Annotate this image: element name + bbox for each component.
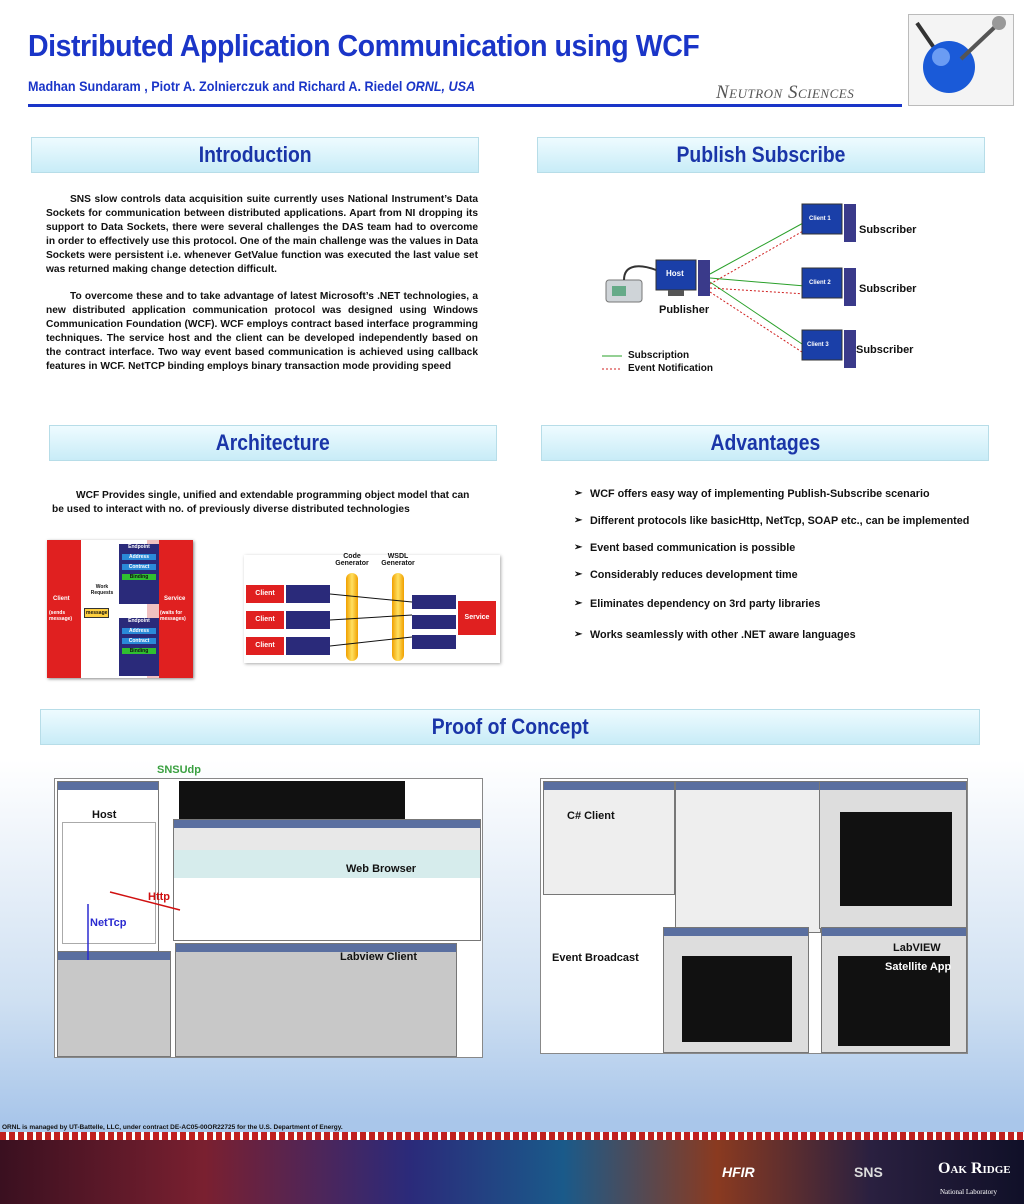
snsudp-label: SNSUdp xyxy=(157,764,201,776)
service-label: Service xyxy=(164,596,186,602)
sns-globe-logo xyxy=(908,14,1014,106)
cs-client-label: C# Client xyxy=(567,810,615,822)
client-2-monitor-icon xyxy=(801,267,843,299)
console-window xyxy=(179,781,405,821)
client-1-screen-label: Client 1 xyxy=(809,216,831,222)
wsdl-generator-label: WSDL Generator xyxy=(381,553,415,567)
host-window xyxy=(57,781,159,953)
advantage-item: Considerably reduces development time xyxy=(574,569,994,581)
client-vi-window-1 xyxy=(819,781,967,929)
publisher-label: Publisher xyxy=(659,304,710,316)
advantage-item: Different protocols like basicHttp, NetT… xyxy=(574,515,994,527)
poster-title: Distributed Application Communication us… xyxy=(28,28,700,63)
host-label: Host xyxy=(666,269,684,278)
contract-label-2: Contract xyxy=(122,638,156,644)
host-label-proof: Host xyxy=(92,809,117,821)
client-2-screen-label: Client 2 xyxy=(809,280,831,286)
endpoint-label-1: Endpoint xyxy=(128,544,150,550)
publish-subscribe-diagram xyxy=(602,203,856,370)
advantage-item: Event based communication is possible xyxy=(574,542,994,554)
brand-text: Neutron Sciences xyxy=(716,82,855,103)
oak-ridge-logo: Oak Ridge xyxy=(938,1160,1011,1177)
advantage-item: Eliminates dependency on 3rd party libra… xyxy=(574,598,994,610)
publish-subscribe-heading: Publish Subscribe xyxy=(537,137,985,173)
author-names: Madhan Sundaram , Piotr A. Zolnierczuk a… xyxy=(28,78,403,94)
binding-label-1: Binding xyxy=(122,574,156,580)
subscriber-label-3: Subscriber xyxy=(856,344,914,356)
event-broadcast-label: Event Broadcast xyxy=(552,952,639,964)
client-3-monitor-icon xyxy=(801,329,843,361)
labview-front-panel-small xyxy=(57,951,171,1057)
client-vi-window-2 xyxy=(663,927,809,1053)
satellite-app-label: Satellite App xyxy=(885,961,952,973)
authors: Madhan Sundaram , Piotr A. Zolnierczuk a… xyxy=(28,78,475,94)
labview-front-panel-large xyxy=(175,943,457,1057)
service-sub-label: (waits for messages) xyxy=(160,610,186,622)
client-box-3: Client xyxy=(246,637,284,655)
introduction-text: SNS slow controls data acquisition suite… xyxy=(46,193,478,388)
footer-note: ORNL is managed by UT-Battelle, LLC, und… xyxy=(2,1124,343,1131)
national-laboratory-text: National Laboratory xyxy=(940,1188,997,1196)
client-1-monitor-icon xyxy=(801,203,843,235)
introduction-heading: Introduction xyxy=(31,137,479,173)
address-label-2: Address xyxy=(122,628,156,634)
affiliation: ORNL, USA xyxy=(405,78,476,94)
subscriber-label-2: Subscriber xyxy=(859,283,917,295)
nettcp-label: NetTcp xyxy=(90,917,127,929)
footer-banner xyxy=(0,1134,1024,1204)
proof-of-concept-heading: Proof of Concept xyxy=(40,709,980,745)
client-box-2: Client xyxy=(246,611,284,629)
http-label: Http xyxy=(148,891,170,903)
client-3-screen-label: Client 3 xyxy=(807,342,829,348)
left-screenshot-collage xyxy=(54,778,483,1058)
web-browser-label: Web Browser xyxy=(346,863,417,875)
browser-window xyxy=(173,819,481,941)
subscriber-label-1: Subscriber xyxy=(859,224,917,236)
header-rule xyxy=(28,104,902,107)
client-sub-label: (sends message) xyxy=(49,610,73,622)
cs-client-window xyxy=(543,781,675,895)
footer-stripes xyxy=(0,1132,1024,1140)
client-label: Client xyxy=(53,596,70,602)
advantages-heading: Advantages xyxy=(541,425,989,461)
address-label-1: Address xyxy=(122,554,156,560)
labview-label: LabVIEW xyxy=(893,942,941,954)
client-box-1: Client xyxy=(246,585,284,603)
advantage-item: WCF offers easy way of implementing Publ… xyxy=(574,488,994,500)
intro-paragraph-1: SNS slow controls data acquisition suite… xyxy=(46,194,478,275)
code-generator-label: Code Generator xyxy=(335,553,369,567)
hfir-logo: HFIR xyxy=(722,1164,755,1180)
legend-event-notification: Event Notification xyxy=(628,363,714,374)
host-form-window xyxy=(675,781,821,933)
message-label: message xyxy=(84,608,110,618)
advantages-list: WCF offers easy way of implementing Publ… xyxy=(574,488,994,641)
plot-vi-window xyxy=(821,927,967,1053)
binding-label-2: Binding xyxy=(122,648,156,654)
architecture-text: WCF Provides single, unified and extenda… xyxy=(52,490,470,515)
advantage-item: Works seamlessly with other .NET aware l… xyxy=(574,629,994,641)
sns-logo: SNS xyxy=(854,1164,883,1180)
service-box: Service xyxy=(458,601,496,635)
legend-subscription: Subscription xyxy=(628,350,690,361)
http-arrow xyxy=(87,891,181,960)
intro-paragraph-2: To overcome these and to take advantage … xyxy=(46,291,478,372)
contract-label-1: Contract xyxy=(122,564,156,570)
labview-client-label: Labview Client xyxy=(340,951,418,963)
work-requests-label: Work Requests xyxy=(90,584,114,596)
architecture-heading: Architecture xyxy=(49,425,497,461)
endpoint-diagram: Client (sends message) Work Requests mes… xyxy=(47,540,193,678)
right-screenshot-collage xyxy=(540,778,968,1054)
endpoint-label-2: Endpoint xyxy=(128,618,150,624)
generator-diagram: Code Generator WSDL Generator Client Cli… xyxy=(244,553,500,663)
